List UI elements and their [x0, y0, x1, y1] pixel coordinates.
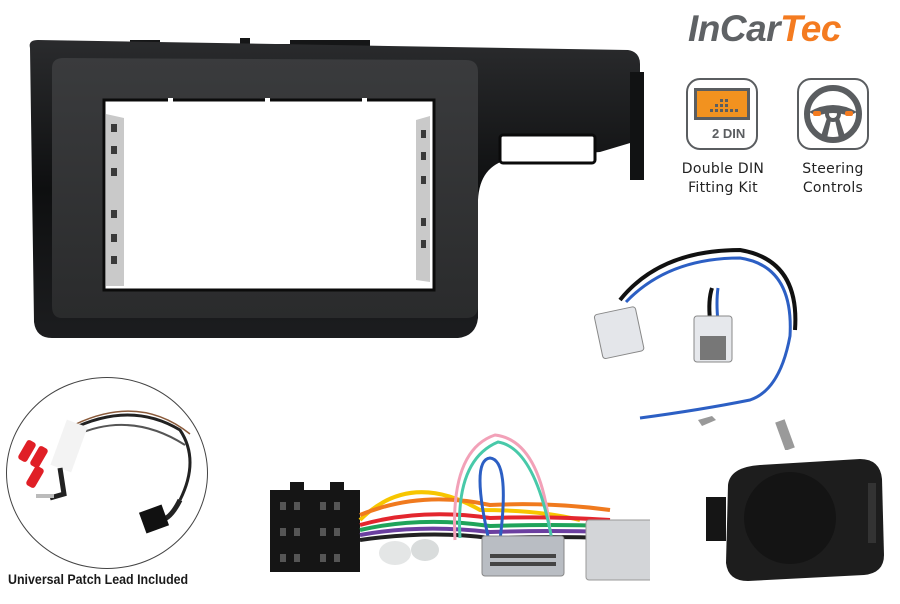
antenna-adapter-lead: [580, 240, 800, 454]
feature-label: Double DIN Fitting Kit: [678, 160, 768, 198]
brand-name-part2: Tec: [780, 8, 841, 49]
patch-lead-circle: [6, 377, 208, 569]
steering-control-interface-box: [700, 455, 890, 589]
double-din-icon: 2 DIN: [686, 78, 758, 150]
double-din-fascia-panel: [0, 0, 660, 354]
feature-label-line2: Controls: [802, 180, 864, 196]
patch-lead-caption: Universal Patch Lead Included: [8, 572, 189, 587]
brand-name-part1: InCar: [688, 8, 781, 49]
feature-steering-controls: Steering Controls: [797, 78, 869, 196]
feature-label-line2: Fitting Kit: [688, 180, 758, 196]
feature-label-line1: Steering: [802, 161, 864, 177]
din-badge: 2 DIN: [712, 126, 746, 141]
universal-patch-lead: [10, 390, 210, 564]
feature-label-line1: Double DIN: [681, 161, 765, 177]
feature-double-din: 2 DIN Double DIN Fitting Kit: [682, 78, 764, 196]
feature-label: Steering Controls: [787, 160, 879, 198]
iso-wiring-harness: [250, 420, 657, 604]
steering-wheel-icon: [797, 78, 869, 150]
brand-logo: InCarTec: [688, 8, 841, 50]
